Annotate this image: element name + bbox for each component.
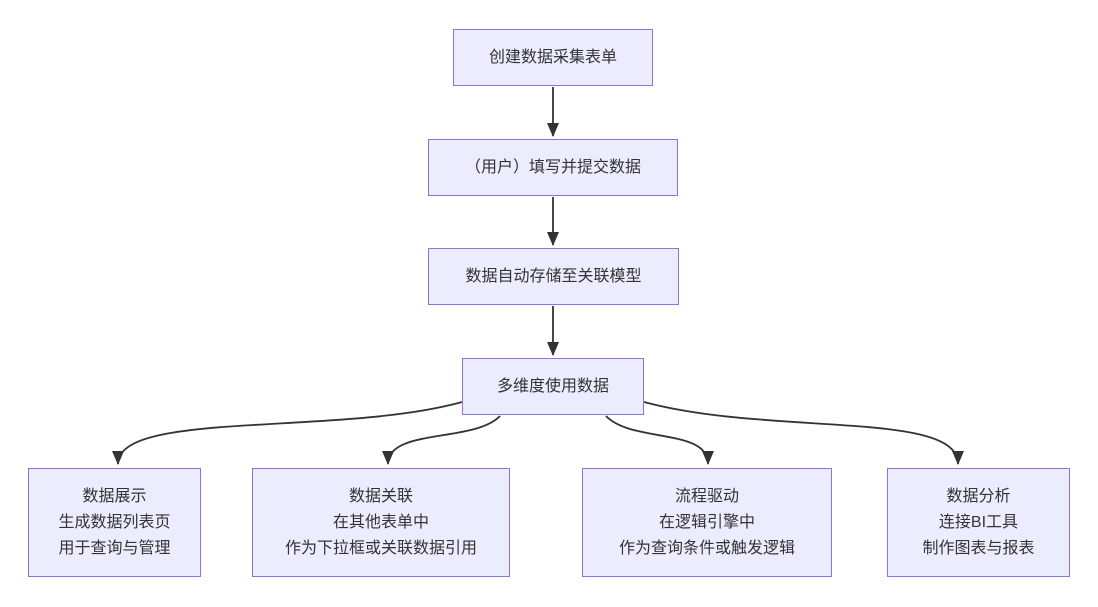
node-data-relation-label: 数据关联 在其他表单中 作为下拉框或关联数据引用 [285,484,477,562]
node-workflow-drive-line1: 流程驱动 [674,487,739,505]
node-multi-use: 多维度使用数据 [462,358,644,415]
edge-multiuse-to-workflow [605,415,714,465]
node-workflow-drive-line2: 在逻辑引擎中 [658,513,755,531]
node-data-analysis: 数据分析 连接BI工具 制作图表与报表 [887,468,1070,577]
node-workflow-drive-label: 流程驱动 在逻辑引擎中 作为查询条件或触发逻辑 [619,484,795,562]
node-workflow-drive: 流程驱动 在逻辑引擎中 作为查询条件或触发逻辑 [582,468,832,577]
node-data-display: 数据展示 生成数据列表页 用于查询与管理 [28,468,201,577]
node-data-analysis-line2: 连接BI工具 [938,513,1019,531]
node-data-relation: 数据关联 在其他表单中 作为下拉框或关联数据引用 [252,468,510,577]
node-fill-submit: （用户）填写并提交数据 [428,139,678,196]
node-auto-store: 数据自动存储至关联模型 [428,248,679,305]
edge-multiuse-to-display [112,401,463,465]
node-data-relation-line1: 数据关联 [348,487,413,505]
node-data-display-line1: 数据展示 [82,487,147,505]
node-data-display-line2: 生成数据列表页 [58,513,171,531]
node-data-display-label: 数据展示 生成数据列表页 用于查询与管理 [58,484,170,562]
node-workflow-drive-line3: 作为查询条件或触发逻辑 [618,539,795,557]
edge-multiuse-to-relation [382,415,501,465]
node-create-form-label: 创建数据采集表单 [488,48,617,66]
node-create-form: 创建数据采集表单 [453,29,653,86]
node-fill-submit-label: （用户）填写并提交数据 [464,158,641,176]
node-data-analysis-line1: 数据分析 [946,487,1011,505]
node-multi-use-label: 多维度使用数据 [496,377,609,395]
node-data-display-line3: 用于查询与管理 [58,539,171,557]
node-auto-store-label: 数据自动存储至关联模型 [465,267,642,285]
node-data-analysis-label: 数据分析 连接BI工具 制作图表与报表 [922,484,1034,562]
edge-multiuse-to-analysis [643,401,964,465]
node-data-analysis-line3: 制作图表与报表 [922,539,1035,557]
node-data-relation-line3: 作为下拉框或关联数据引用 [284,539,477,557]
node-data-relation-line2: 在其他表单中 [332,513,429,531]
